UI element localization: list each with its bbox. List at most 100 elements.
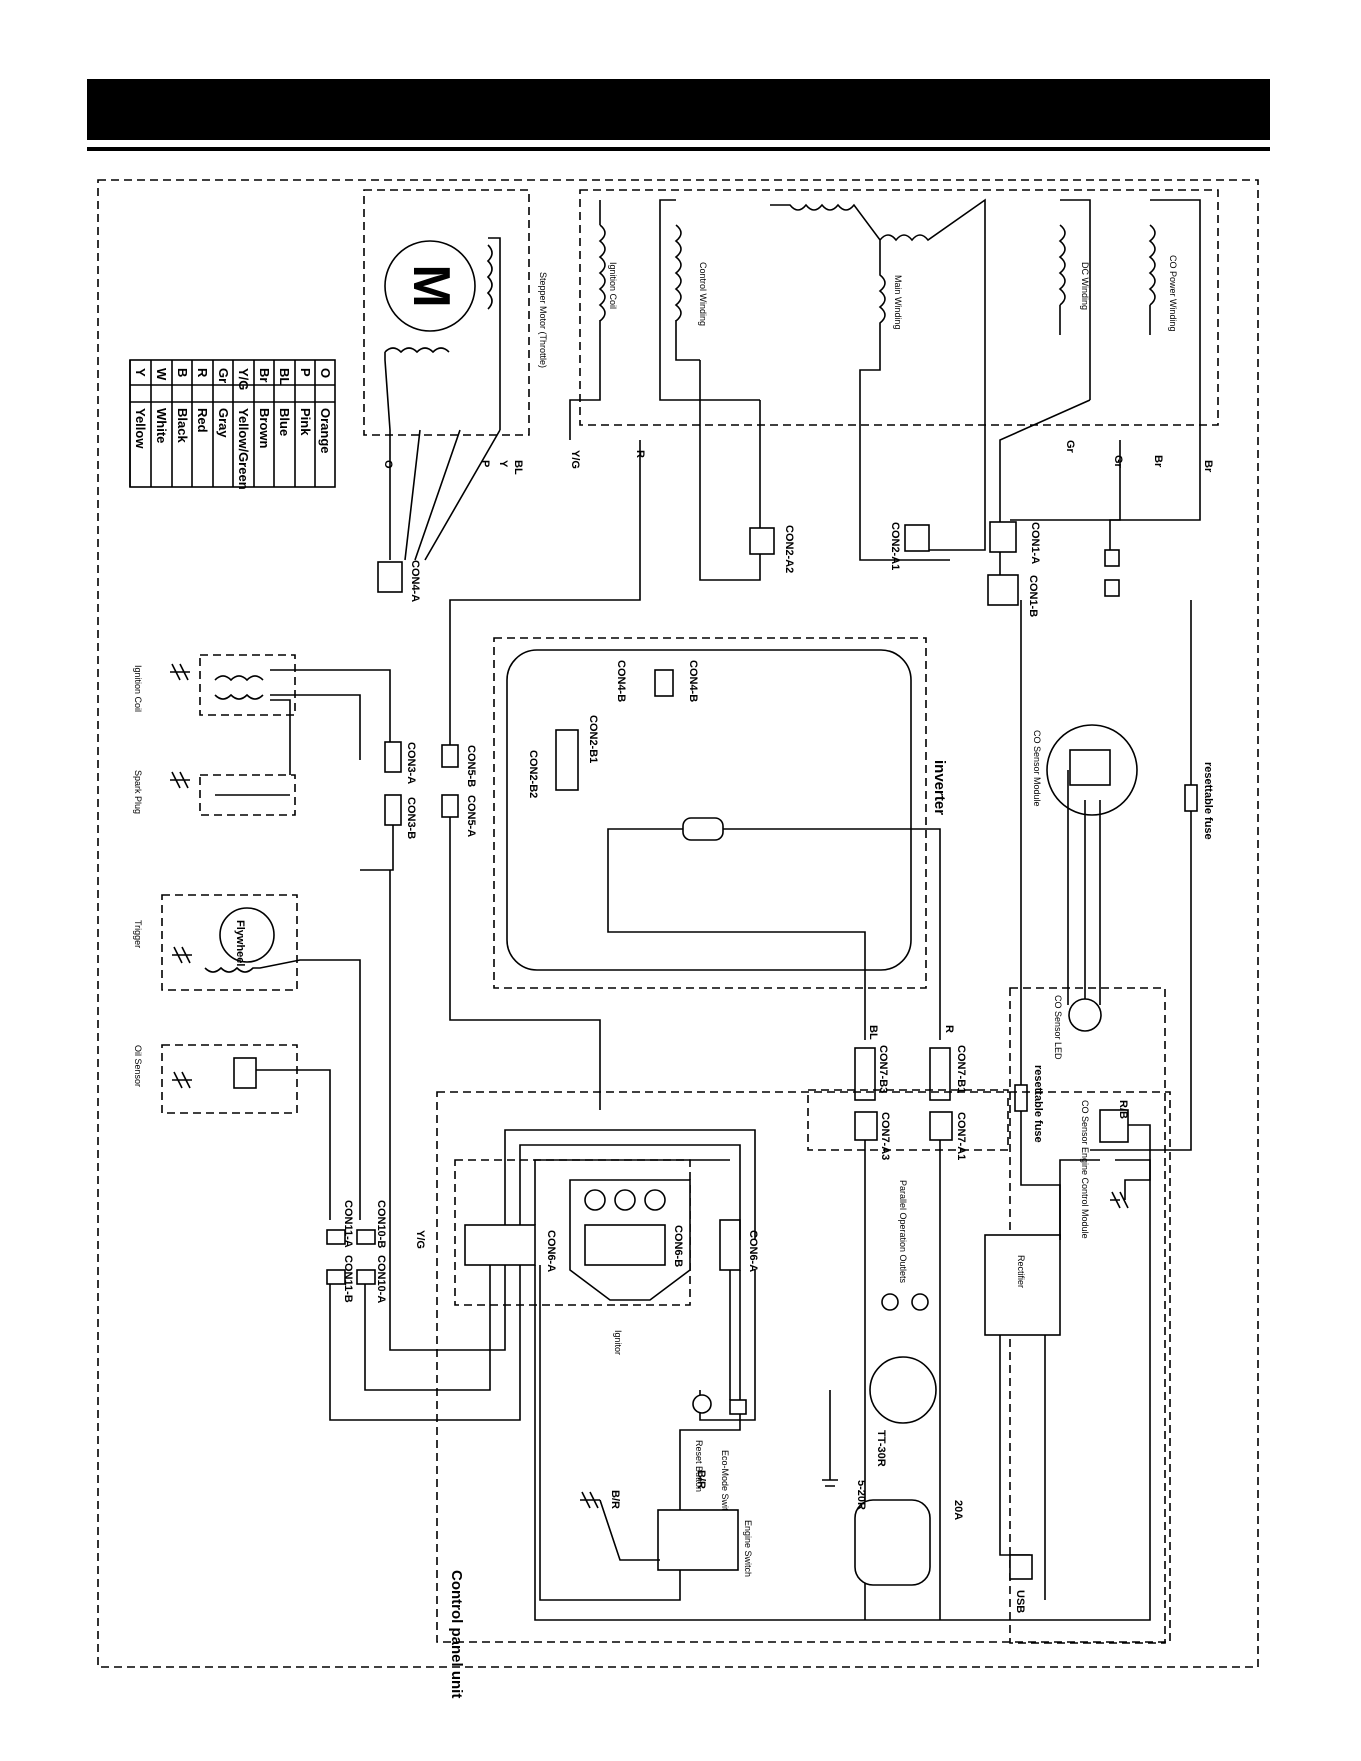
con3b-plug: [384, 794, 402, 826]
svg-text:R: R: [634, 450, 646, 458]
diagram-border: [97, 179, 1259, 1668]
legend-name-2: Blue: [277, 408, 292, 436]
inverter-box: [493, 637, 927, 989]
main-winding-label: Main Winding: [893, 275, 903, 330]
svg-text:Y: Y: [497, 460, 509, 468]
con4b-plug: [654, 669, 674, 697]
header-bar: [87, 79, 1270, 140]
con10b-plug: [356, 1229, 376, 1245]
co-sensor-module-label: CO Sensor Module: [1032, 730, 1042, 807]
tt30r-label: TT-30R: [875, 1430, 887, 1467]
con10a-label: CON10-A: [375, 1255, 387, 1303]
fuse-2-wire: [1020, 600, 1061, 1240]
con11b-plug: [326, 1269, 346, 1285]
legend-code-5: Gr: [216, 368, 231, 383]
motor-wires: [389, 429, 501, 561]
co-sensor-led: [1068, 998, 1102, 1032]
wire-r-ignition: [449, 440, 641, 760]
con6b-label: CON6-B: [672, 1225, 684, 1267]
ignitor-label: Ignitor: [613, 1330, 623, 1355]
con2a2-plug: [749, 527, 775, 555]
control-panel-wires: [329, 870, 756, 1601]
resettable-fuse-1: [1184, 784, 1198, 812]
legend-name-4: Yellow/Green: [236, 408, 251, 490]
5-20r-outlet: [854, 1499, 931, 1586]
main-loop-wire: [534, 1159, 1151, 1621]
con7a3-label: CON7-A3: [879, 1112, 891, 1160]
con3a-plug: [384, 741, 402, 773]
con1a-label: CON1-A: [1029, 522, 1041, 564]
inverter-board: [506, 649, 912, 971]
color-legend: OOrangePPinkBLBlueBrBrownY/GYellow/Green…: [129, 359, 336, 490]
con11a-plug: [326, 1229, 346, 1245]
stepper-motor-box: [363, 189, 530, 436]
motor-symbol: M: [402, 264, 460, 307]
wire-main: [859, 400, 986, 561]
legend-code-8: W: [154, 368, 169, 381]
main-winding: [770, 198, 986, 400]
motor-coil-2: [384, 347, 450, 431]
svg-text:Gr: Gr: [1112, 455, 1124, 469]
oil-sensor-label: Oil Sensor: [133, 1045, 143, 1087]
con6b-block: [584, 1224, 666, 1266]
svg-text:Y/G: Y/G: [414, 1230, 426, 1249]
svg-text:R: R: [943, 1025, 955, 1033]
con4a-plug: [377, 561, 403, 593]
motor-coil-1: [486, 237, 501, 430]
inverter-label: inverter: [931, 760, 948, 815]
con2a1-label: CON2-A1: [889, 522, 901, 570]
con6a-junction-label: CON6-A: [747, 1230, 759, 1272]
svg-text:Br: Br: [1202, 460, 1214, 473]
con5a-plug: [441, 794, 459, 818]
resettable-fuse-1-label: resettable fuse: [1202, 762, 1214, 840]
con7b1-label: CON7-B1: [955, 1045, 967, 1093]
legend-name-5: Gray: [216, 408, 231, 438]
wire-co: [1109, 440, 1201, 550]
engine-switch-label: Engine Switch: [743, 1520, 753, 1577]
con7a1-label: CON7-A1: [955, 1112, 967, 1160]
top-wire-labels: BL Y P O R Y/G Gr Gr Br Br: [382, 440, 1214, 475]
svg-text:B/R: B/R: [695, 1470, 707, 1489]
co-power-winding-label: CO Power Winding: [1168, 255, 1178, 332]
control-winding-label: Control Winding: [698, 262, 708, 326]
parallel-terminal-2: [911, 1293, 929, 1311]
wire-dc: [999, 399, 1121, 600]
con5b-label: CON5-B: [465, 745, 477, 787]
stepper-label: Stepper Motor (Throttle): [538, 272, 548, 368]
usb-label: USB: [1014, 1590, 1026, 1613]
header-rule: [87, 147, 1270, 151]
con4a-label: CON4-A: [409, 560, 421, 602]
reset-button-label: Reset Button: [694, 1440, 704, 1492]
con4b-label-2: CON4-B: [615, 660, 627, 702]
svg-text:Br: Br: [1152, 455, 1164, 468]
ignitor-diode-2: [614, 1189, 636, 1211]
co-module-ground: [1110, 1124, 1151, 1209]
svg-text:BL: BL: [867, 1025, 879, 1040]
legend-code-3: Br: [257, 368, 272, 382]
con2b-block: [555, 729, 579, 791]
usb-port: [1009, 1554, 1033, 1580]
breaker-20a-label: 20A: [952, 1500, 964, 1520]
con6a-label: CON6-A: [545, 1230, 557, 1272]
con3b-label: CON3-B: [405, 797, 417, 839]
co-sensor-chip: [1069, 749, 1111, 786]
spark-plug-label: Spark Plug: [133, 770, 143, 814]
con5b-plug: [441, 744, 459, 768]
con7b3-label: CON7-B3: [877, 1045, 889, 1093]
co-engine-module-label: CO Sensor Engine Control Module: [1080, 1100, 1090, 1239]
rectifier-label: Rectifier: [1016, 1255, 1026, 1288]
svg-text:Gr: Gr: [1064, 440, 1076, 454]
engine-switch: [657, 1509, 739, 1571]
con2a1-plug: [904, 524, 930, 552]
5-20r-label: 5-20R: [855, 1480, 867, 1510]
legend-code-4: Y/G: [236, 368, 251, 390]
con5a-label: CON5-A: [465, 795, 477, 837]
svg-text:R/B: R/B: [1117, 1100, 1129, 1119]
con3a-label: CON3-A: [405, 742, 417, 784]
dc-winding: [1058, 199, 1091, 400]
flywheel-label: Flywheel: [234, 920, 246, 966]
con6a-block: [464, 1224, 536, 1266]
legend-name-8: White: [154, 408, 169, 443]
svg-text:BL: BL: [512, 460, 524, 475]
svg-text:P: P: [479, 460, 491, 467]
